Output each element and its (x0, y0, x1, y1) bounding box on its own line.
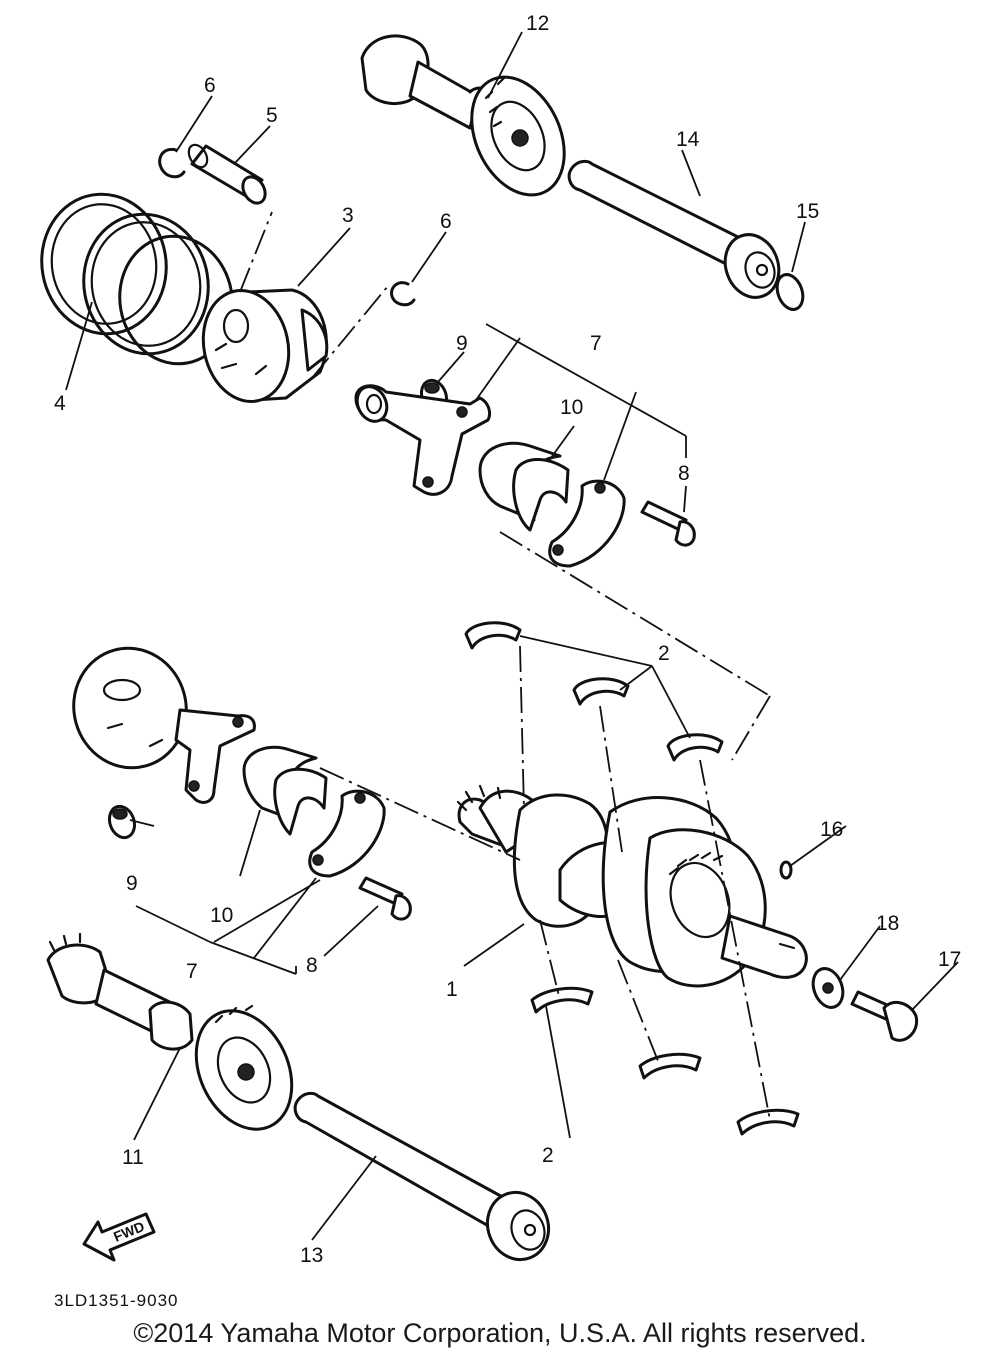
callout-15: 15 (796, 200, 819, 223)
connecting-rod-upper (354, 384, 492, 496)
connecting-rod-lower (174, 708, 256, 804)
washer (811, 967, 845, 1009)
callout-18: 18 (876, 912, 899, 935)
leader-lines (65, 31, 959, 1241)
piston-rings (40, 192, 234, 366)
fwd-arrow-icon: FWD (82, 1212, 156, 1262)
woodruff-key (779, 860, 793, 880)
piston-upper (201, 288, 329, 403)
circlip-left (158, 147, 186, 179)
callout-16: 16 (820, 818, 843, 841)
callout-3: 3 (342, 204, 354, 227)
callout-2-lower: 2 (542, 1144, 554, 1167)
shaft-lower (293, 1091, 550, 1262)
shaft-upper (567, 159, 781, 299)
callout-10-upper: 10 (560, 396, 583, 419)
callout-5: 5 (266, 104, 278, 127)
piston-pin (187, 143, 267, 205)
crankshaft (456, 784, 808, 988)
callout-7-upper: 7 (590, 332, 602, 355)
callout-7-lower: 7 (186, 960, 198, 983)
assembly-center-lines (239, 211, 771, 1121)
callout-9-lower: 9 (126, 872, 138, 895)
drawing-code: 3LD1351-9030 (54, 1291, 178, 1310)
callout-13: 13 (300, 1244, 323, 1267)
copyright-notice: ©2014 Yamaha Motor Corporation, U.S.A. A… (133, 1318, 867, 1348)
piston-lower (72, 646, 188, 770)
callout-2-upper: 2 (658, 642, 670, 665)
callout-6-top: 6 (204, 74, 216, 97)
cap-bolt-lower (358, 876, 412, 921)
callout-labels: 12 14 15 6 5 3 6 4 9 7 10 8 2 16 18 17 9… (54, 12, 961, 1267)
callout-9-upper: 9 (456, 332, 468, 355)
big-end-bearings-lower (242, 745, 328, 836)
balancer-shaft-lower (46, 932, 294, 1131)
callout-1: 1 (446, 978, 458, 1001)
main-bearings (464, 621, 800, 1136)
big-end-bearings-upper (478, 441, 570, 532)
balancer-shaft-upper (360, 34, 566, 197)
cap-bolt-upper (640, 500, 696, 547)
bushing-lower (107, 804, 137, 840)
callout-11: 11 (122, 1146, 144, 1169)
rod-cap-upper (548, 479, 626, 568)
callout-4: 4 (54, 392, 66, 415)
callout-8-upper: 8 (678, 462, 690, 485)
callout-14: 14 (676, 128, 700, 151)
callout-17: 17 (938, 948, 961, 971)
callout-8-lower: 8 (306, 954, 318, 977)
rod-cap-lower (308, 789, 386, 878)
o-ring (775, 273, 805, 311)
circlip-right (390, 281, 416, 307)
crank-bolt (850, 990, 919, 1042)
callout-10-lower: 10 (210, 904, 233, 927)
callout-6-right: 6 (440, 210, 452, 233)
callout-12: 12 (526, 12, 549, 35)
